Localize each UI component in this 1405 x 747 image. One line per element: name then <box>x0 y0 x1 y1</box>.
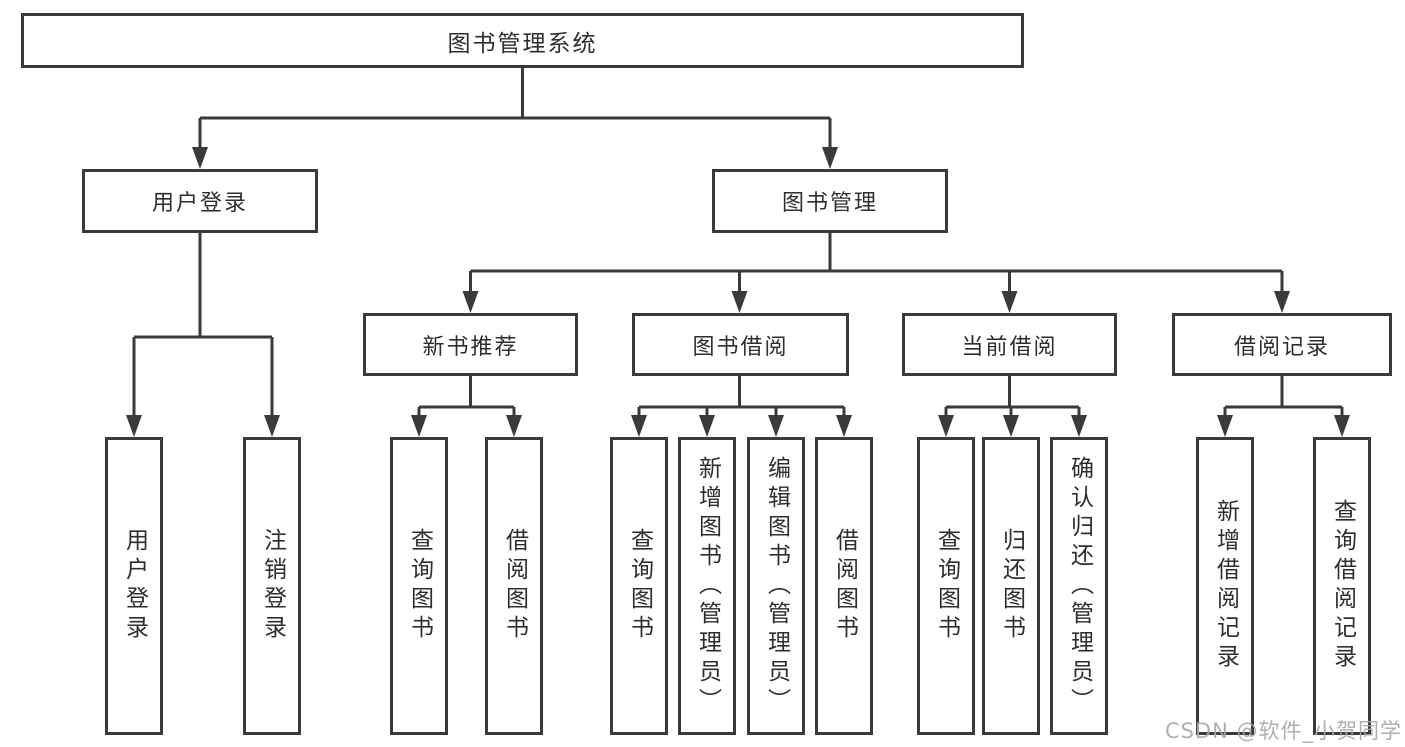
csdn-watermark: CSDN @软件_小贺同学 <box>1164 719 1402 743</box>
arrowhead <box>731 291 748 313</box>
connector-book-borrow <box>637 376 846 416</box>
arrowhead <box>1001 291 1018 313</box>
node-book-management: 图书管理 <box>712 169 948 233</box>
arrowhead <box>768 415 784 437</box>
arrowhead <box>264 415 280 437</box>
node-new-book-recommend: 新书推荐 <box>363 313 578 376</box>
leaf-logout: 注销登录 <box>243 437 301 735</box>
connector-new-books <box>417 376 516 416</box>
arrowhead <box>631 415 647 437</box>
connector-root <box>198 68 832 150</box>
leaf-add-borrow-record: 新增借阅记录 <box>1196 437 1254 735</box>
leaf-edit-books-admin: 编辑图书（管理员） <box>747 437 805 735</box>
connector-borrow-records <box>1223 376 1344 416</box>
node-user-login: 用户登录 <box>82 169 318 233</box>
connector-user-login <box>132 233 274 416</box>
node-book-borrow: 图书借阅 <box>632 313 849 376</box>
arrowhead <box>411 415 427 437</box>
arrowhead <box>1003 415 1019 437</box>
leaf-query-books-borrow: 查询图书 <box>610 437 668 735</box>
leaf-user-login: 用户登录 <box>105 437 163 735</box>
arrowhead <box>1274 291 1290 313</box>
node-current-borrow: 当前借阅 <box>902 313 1117 376</box>
arrowhead <box>1071 415 1087 437</box>
leaf-query-books-recommend: 查询图书 <box>390 437 448 735</box>
leaf-confirm-return-admin: 确认归还（管理员） <box>1050 437 1108 735</box>
connector-current-borrow <box>944 376 1081 416</box>
arrowhead <box>1334 415 1350 437</box>
arrowhead <box>822 147 838 169</box>
leaf-borrow-books: 借阅图书 <box>815 437 873 735</box>
arrowhead <box>938 415 954 437</box>
leaf-query-books-current: 查询图书 <box>917 437 975 735</box>
arrowhead <box>1217 415 1233 437</box>
connector-book-mgmt <box>469 233 1284 292</box>
arrowhead <box>836 415 852 437</box>
arrowhead <box>462 291 479 313</box>
arrowhead <box>126 415 142 437</box>
leaf-borrow-books-recommend: 借阅图书 <box>485 437 543 735</box>
leaf-return-books: 归还图书 <box>982 437 1040 735</box>
arrowhead <box>192 147 208 169</box>
node-root-system: 图书管理系统 <box>21 13 1024 68</box>
arrowhead <box>506 415 522 437</box>
leaf-query-borrow-record: 查询借阅记录 <box>1313 437 1371 735</box>
leaf-add-books-admin: 新增图书（管理员） <box>678 437 736 735</box>
node-borrow-records: 借阅记录 <box>1172 313 1392 376</box>
arrowhead <box>699 415 715 437</box>
